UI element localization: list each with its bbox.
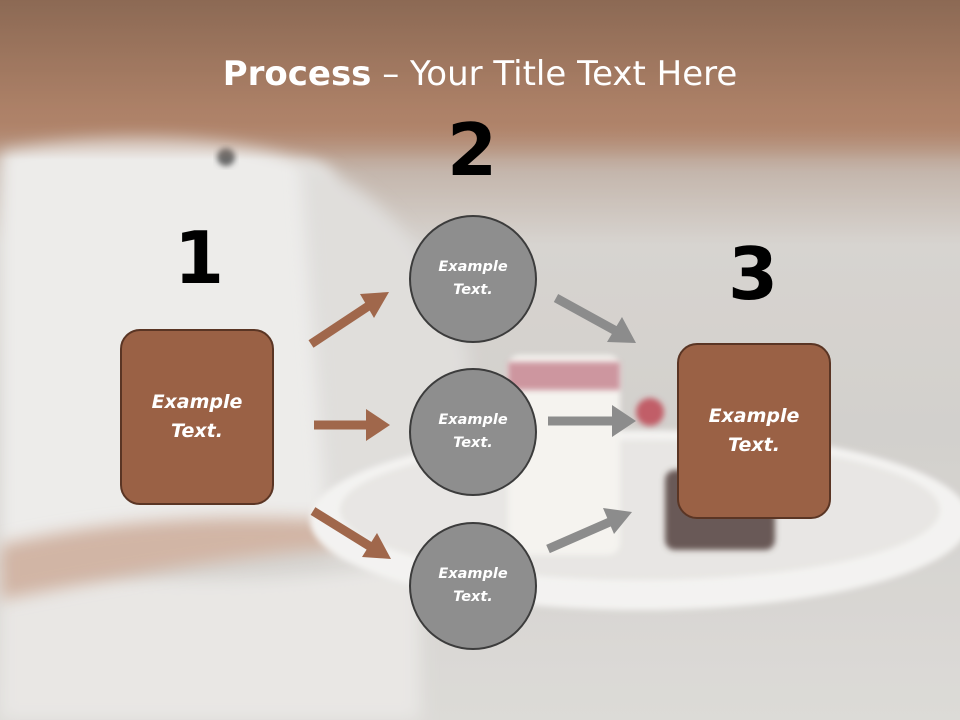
step-1-box-text: Example Text. xyxy=(152,388,243,446)
step-1-box-line2: Text. xyxy=(171,420,223,442)
circle-top-line1: Example xyxy=(438,259,508,275)
circle-middle-line2: Text. xyxy=(453,435,493,451)
step-2-circle-bottom: Example Text. xyxy=(409,522,537,650)
step-3-box: Example Text. xyxy=(677,343,831,519)
circle-bottom-line2: Text. xyxy=(453,589,493,605)
step-number-1: 1 xyxy=(173,216,225,300)
step-2-circle-top: Example Text. xyxy=(409,215,537,343)
slide-title: Process – Your Title Text Here xyxy=(0,52,960,96)
step-2-circle-middle: Example Text. xyxy=(409,368,537,496)
step-3-box-line2: Text. xyxy=(728,434,780,456)
step-3-box-text: Example Text. xyxy=(709,402,800,460)
title-rest: – Your Title Text Here xyxy=(371,54,738,94)
step-3-box-line1: Example xyxy=(708,405,800,427)
title-bold: Process xyxy=(222,54,372,94)
circle-bottom-line1: Example xyxy=(438,566,508,582)
circle-top-line2: Text. xyxy=(453,282,493,298)
step-number-2: 2 xyxy=(446,108,498,192)
step-1-box: Example Text. xyxy=(120,329,274,505)
step-1-box-line1: Example xyxy=(151,391,243,413)
circle-middle-line1: Example xyxy=(438,412,508,428)
step-number-3: 3 xyxy=(727,232,779,316)
